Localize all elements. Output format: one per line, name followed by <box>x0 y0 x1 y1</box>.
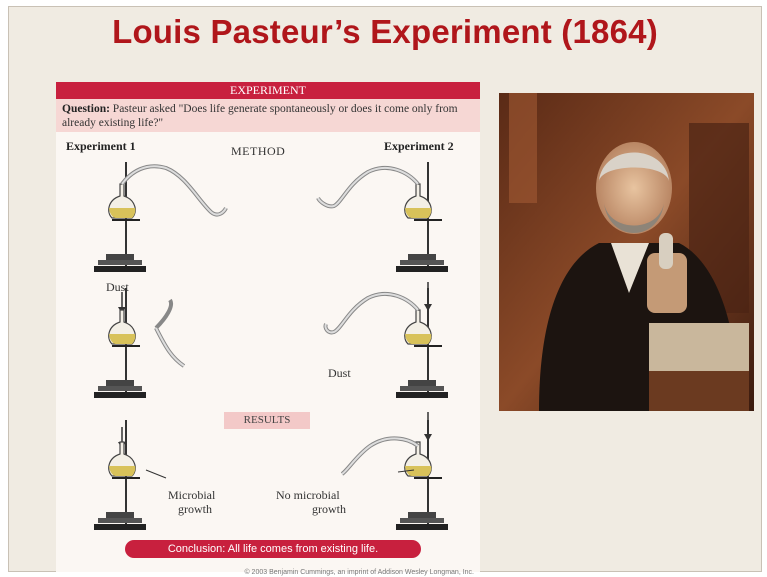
exp1-stand-3 <box>94 420 166 530</box>
pasteur-portrait <box>499 93 754 411</box>
exp2-stand-1 <box>318 162 448 272</box>
microbial-growth-label: Microbial growth <box>168 488 215 516</box>
slide-title: Louis Pasteur’s Experiment (1864) <box>9 13 761 51</box>
exp1-stand-2 <box>94 288 184 398</box>
dust-label-1: Dust <box>106 280 129 294</box>
dust-label-2: Dust <box>328 366 351 380</box>
no-growth-line1: No microbial <box>276 488 346 502</box>
portrait-image <box>499 93 754 411</box>
no-growth-line2: growth <box>276 502 346 516</box>
flask-illustrations <box>56 82 480 572</box>
copyright-note: © 2003 Benjamin Cummings, an imprint of … <box>244 569 474 576</box>
exp2-stand-3 <box>342 420 448 530</box>
microbial-growth-line1: Microbial <box>168 488 215 502</box>
results-label: RESULTS <box>224 412 310 429</box>
experiment-diagram: EXPERIMENT Question: Pasteur asked "Does… <box>56 82 480 572</box>
microbial-growth-line2: growth <box>168 502 215 516</box>
slide: Louis Pasteur’s Experiment (1864) EXPERI… <box>8 6 762 572</box>
conclusion-banner: Conclusion: All life comes from existing… <box>125 540 421 558</box>
no-growth-label: No microbial growth <box>276 488 346 516</box>
exp1-stand-1 <box>94 162 226 272</box>
